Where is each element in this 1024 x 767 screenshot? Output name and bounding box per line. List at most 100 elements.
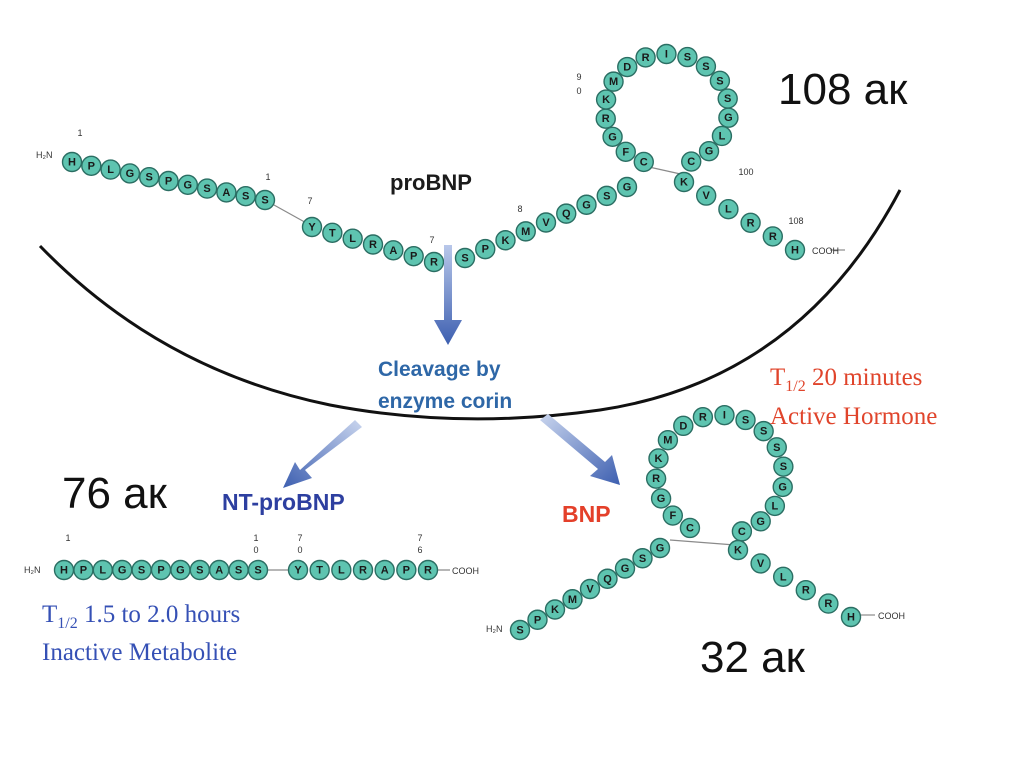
bnp-loop-3-letter: R xyxy=(652,473,660,485)
probnp-tail-c-4-circle xyxy=(535,212,557,233)
nt-halflife-t: T xyxy=(42,601,57,628)
nt-a-7: S xyxy=(189,559,211,581)
probnp-tail-b-5: P xyxy=(403,245,424,267)
probnp-tail-b-2-circle xyxy=(342,228,363,249)
probnp-loop-1: F xyxy=(615,141,636,163)
bnp-tail-1: P xyxy=(527,609,548,630)
probnp-tail-b-5-circle xyxy=(403,245,424,267)
probnp-tail-c-2: K xyxy=(495,230,516,251)
bnp-loop-6: D xyxy=(673,415,694,437)
cleavage-line-1: Cleavage by xyxy=(378,358,501,381)
probnp-tail-b-4-circle xyxy=(383,240,404,261)
probnp-ctail-3-circle xyxy=(740,212,761,234)
nt-a-5: P xyxy=(150,559,172,581)
probnp-tail-b-5-letter: P xyxy=(410,251,417,263)
probnp-tail-a-3: G xyxy=(119,163,141,184)
bnp-loop-16-letter: C xyxy=(738,526,746,538)
probnp-tail-c-2-circle xyxy=(495,230,516,251)
probnp-count: 108 ак xyxy=(778,65,908,114)
probnp-ctail-3-letter: R xyxy=(747,217,755,229)
bnp-loop-2-letter: G xyxy=(657,493,666,505)
nt-a-10-circle xyxy=(247,559,269,581)
probnp-tail-c-3: M xyxy=(515,221,536,242)
probnp-tail-a-6-circle xyxy=(177,174,199,196)
bnp-loop-5-letter: M xyxy=(663,435,672,447)
probnp-tail-a-9: S xyxy=(235,185,256,207)
probnp-ctail-4-circle xyxy=(762,226,783,247)
bnp-tail-1-letter: P xyxy=(534,614,541,626)
bnp-loop-0: C xyxy=(679,517,701,539)
bnp-loop-3-circle xyxy=(645,468,667,489)
probnp-ctail-5: H xyxy=(784,239,806,261)
bnp-loop-2: G xyxy=(650,488,672,509)
probnp-tail-b-2: L xyxy=(342,228,363,249)
nt-b-3: R xyxy=(352,559,374,581)
tick-nt-1a: 1 xyxy=(253,533,258,543)
bnp-loop-9-circle xyxy=(735,409,756,431)
probnp-tail-a-9-circle xyxy=(235,185,256,207)
bnp-loop-8-letter: I xyxy=(723,410,726,422)
c-term-bnp: COOH xyxy=(878,611,905,621)
bnp-loop-5: M xyxy=(657,429,679,451)
nt-probnp-title: NT-proBNP xyxy=(222,489,345,515)
bnp-loop-11-letter: S xyxy=(773,442,780,454)
bnp-tail-1-circle xyxy=(527,609,548,630)
probnp-loop-2-letter: G xyxy=(608,131,617,143)
n-term-nt: H₂N xyxy=(24,565,41,575)
nt-a-2: L xyxy=(92,559,114,581)
probnp-loop-10-letter: S xyxy=(702,61,709,73)
bnp-loop-11: S xyxy=(766,437,787,458)
nt-b-4: A xyxy=(374,559,395,581)
probnp-loop-1-circle xyxy=(615,141,636,163)
probnp-tail-b-4: A xyxy=(383,240,404,261)
bnp-loop-10-circle xyxy=(753,420,774,442)
probnp-tail-c-0-letter: S xyxy=(461,253,468,265)
probnp-loop-4: K xyxy=(595,89,617,110)
bnp-status: Active Hormone xyxy=(770,403,937,430)
bnp-tail-7-circle xyxy=(632,548,653,569)
probnp-tail-b-6-circle xyxy=(423,251,445,273)
probnp-loop-14-letter: L xyxy=(719,130,726,142)
probnp-tail-a-1-letter: P xyxy=(88,160,95,172)
probnp-tail-b-0: Y xyxy=(301,216,323,238)
probnp-loop-15-circle xyxy=(698,140,720,162)
membrane-curve xyxy=(38,189,902,421)
probnp-ctail-5-circle xyxy=(784,239,806,261)
bnp-loop-3: R xyxy=(645,468,667,489)
probnp-title: proBNP xyxy=(390,170,472,195)
bnp-count: 32 ак xyxy=(700,633,806,682)
nt-b-4-circle xyxy=(374,559,395,581)
probnp-ctail-0-letter: K xyxy=(680,177,688,189)
probnp-tail-c-7-letter: S xyxy=(603,190,610,202)
probnp-loop-16: C xyxy=(681,151,702,172)
bnp-loop-2-circle xyxy=(650,488,672,509)
nt-a-8: A xyxy=(208,559,230,581)
bnp-tail-6: G xyxy=(614,558,636,579)
probnp-tail-a-8-letter: A xyxy=(222,187,230,199)
bnp-tail-2-letter: K xyxy=(551,604,559,616)
probnp-tail-a-9-letter: S xyxy=(242,191,249,203)
nt-a-2-letter: L xyxy=(99,565,106,577)
nt-b-0: Y xyxy=(287,559,309,581)
probnp-tail-c-8: G xyxy=(616,176,638,198)
probnp-tail-b-2-letter: L xyxy=(349,233,356,245)
bnp-tail-2-circle xyxy=(544,599,566,620)
tick-nt-7a: 7 xyxy=(297,533,302,543)
c-term-probnp: COOH xyxy=(812,246,839,256)
tick-probnp-10: 1 xyxy=(265,172,270,182)
residue-numbers: 1 1 7 7 8 9 0 100 108 1 1 0 7 0 7 6 xyxy=(65,72,803,555)
bnp-ctail-0-letter: K xyxy=(734,545,742,557)
probnp-loop-0-letter: C xyxy=(640,156,648,168)
probnp-tail-c-8-circle xyxy=(616,176,638,198)
probnp-tail-a-2-letter: L xyxy=(107,164,114,176)
bnp-loop-7: R xyxy=(692,406,714,428)
tick-nt-0a: 0 xyxy=(253,545,258,555)
nt-a-4: S xyxy=(131,559,152,581)
probnp-loop-5: M xyxy=(603,71,624,92)
probnp-loop-14: L xyxy=(711,125,733,147)
probnp-tail-c-0: S xyxy=(454,247,476,269)
probnp-tail-a-1-circle xyxy=(81,155,102,177)
bnp-title: BNP xyxy=(562,501,611,527)
cleavage-line-2: enzyme corin xyxy=(378,390,512,413)
probnp-tail-b-3-circle xyxy=(362,234,384,255)
